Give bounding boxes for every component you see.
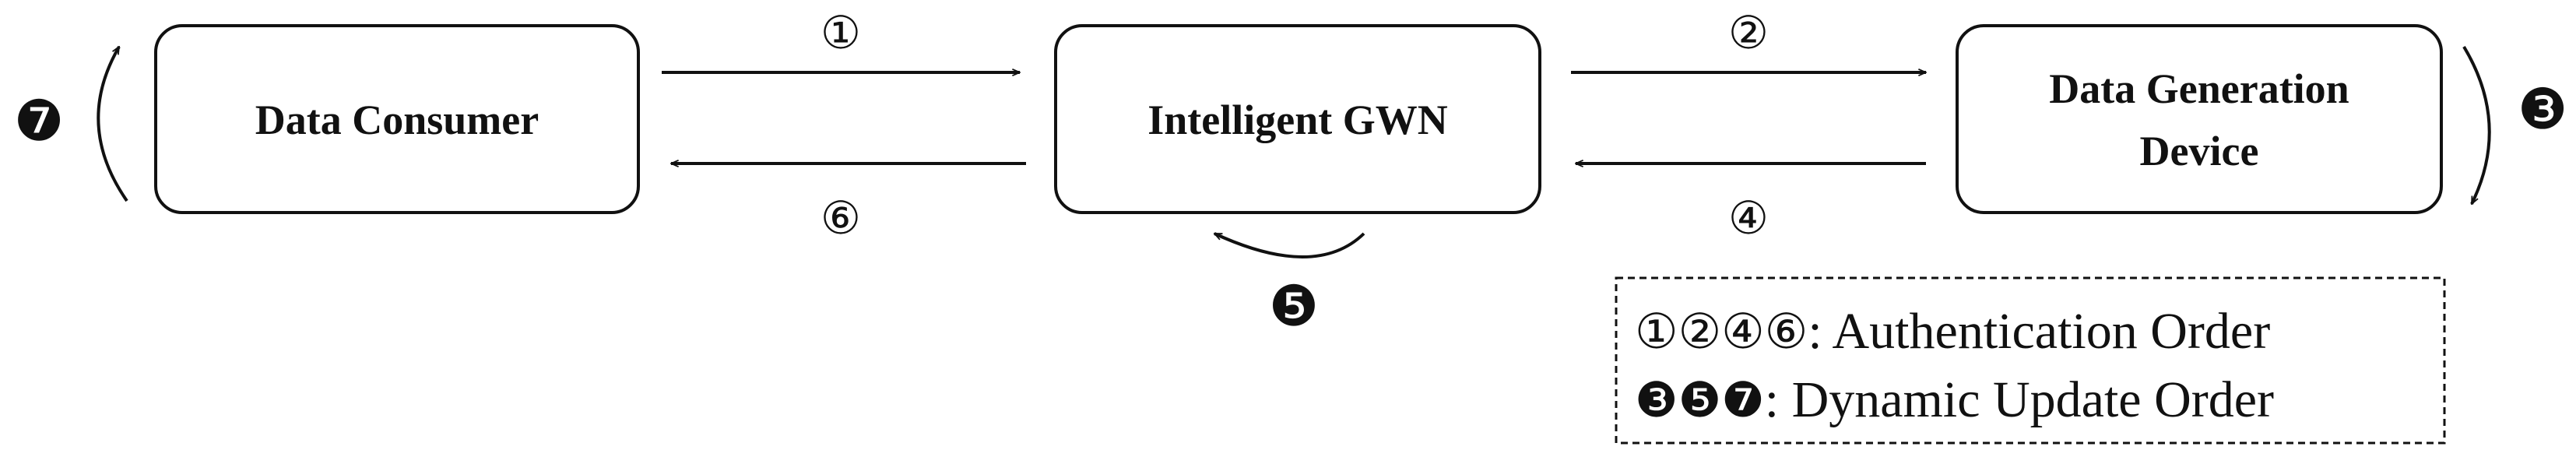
legend-authentication-text: : Authentication Order bbox=[1808, 303, 2270, 360]
step-1-label: ① bbox=[821, 6, 861, 59]
step-5-label: ❺ bbox=[1269, 273, 1320, 339]
legend-authentication-row: ①②④⑥: Authentication Order bbox=[1635, 303, 2270, 360]
legend-update-symbols: ❸❺❼ bbox=[1635, 371, 1765, 428]
data-consumer-label: Data Consumer bbox=[255, 97, 539, 143]
data-generation-device-node: Data Generation Device bbox=[1956, 24, 2443, 214]
step-2-label: ② bbox=[1728, 6, 1769, 59]
step-6-label: ⑥ bbox=[821, 192, 861, 244]
legend-update-row: ❸❺❼: Dynamic Update Order bbox=[1635, 371, 2274, 428]
legend-update-text: : Dynamic Update Order bbox=[1765, 371, 2274, 428]
loop-arrow-step-3 bbox=[2462, 45, 2491, 204]
step-7-label: ❼ bbox=[14, 88, 65, 153]
loop-arrow-step-5 bbox=[1214, 232, 1365, 258]
legend-box: ①②④⑥: Authentication Order ❸❺❼: Dynamic … bbox=[1615, 276, 2446, 445]
data-consumer-node: Data Consumer bbox=[154, 24, 640, 214]
data-generation-device-label-line1: Data Generation bbox=[2049, 65, 2349, 112]
legend-authentication-symbols: ①②④⑥ bbox=[1635, 303, 1808, 360]
loop-arrow-step-7 bbox=[97, 47, 128, 202]
step-4-label: ④ bbox=[1728, 192, 1769, 244]
data-generation-device-label-line2: Device bbox=[2140, 128, 2259, 174]
intelligent-gwn-label: Intelligent GWN bbox=[1147, 97, 1448, 143]
intelligent-gwn-node: Intelligent GWN bbox=[1054, 24, 1541, 214]
step-3-label: ❸ bbox=[2518, 76, 2568, 142]
